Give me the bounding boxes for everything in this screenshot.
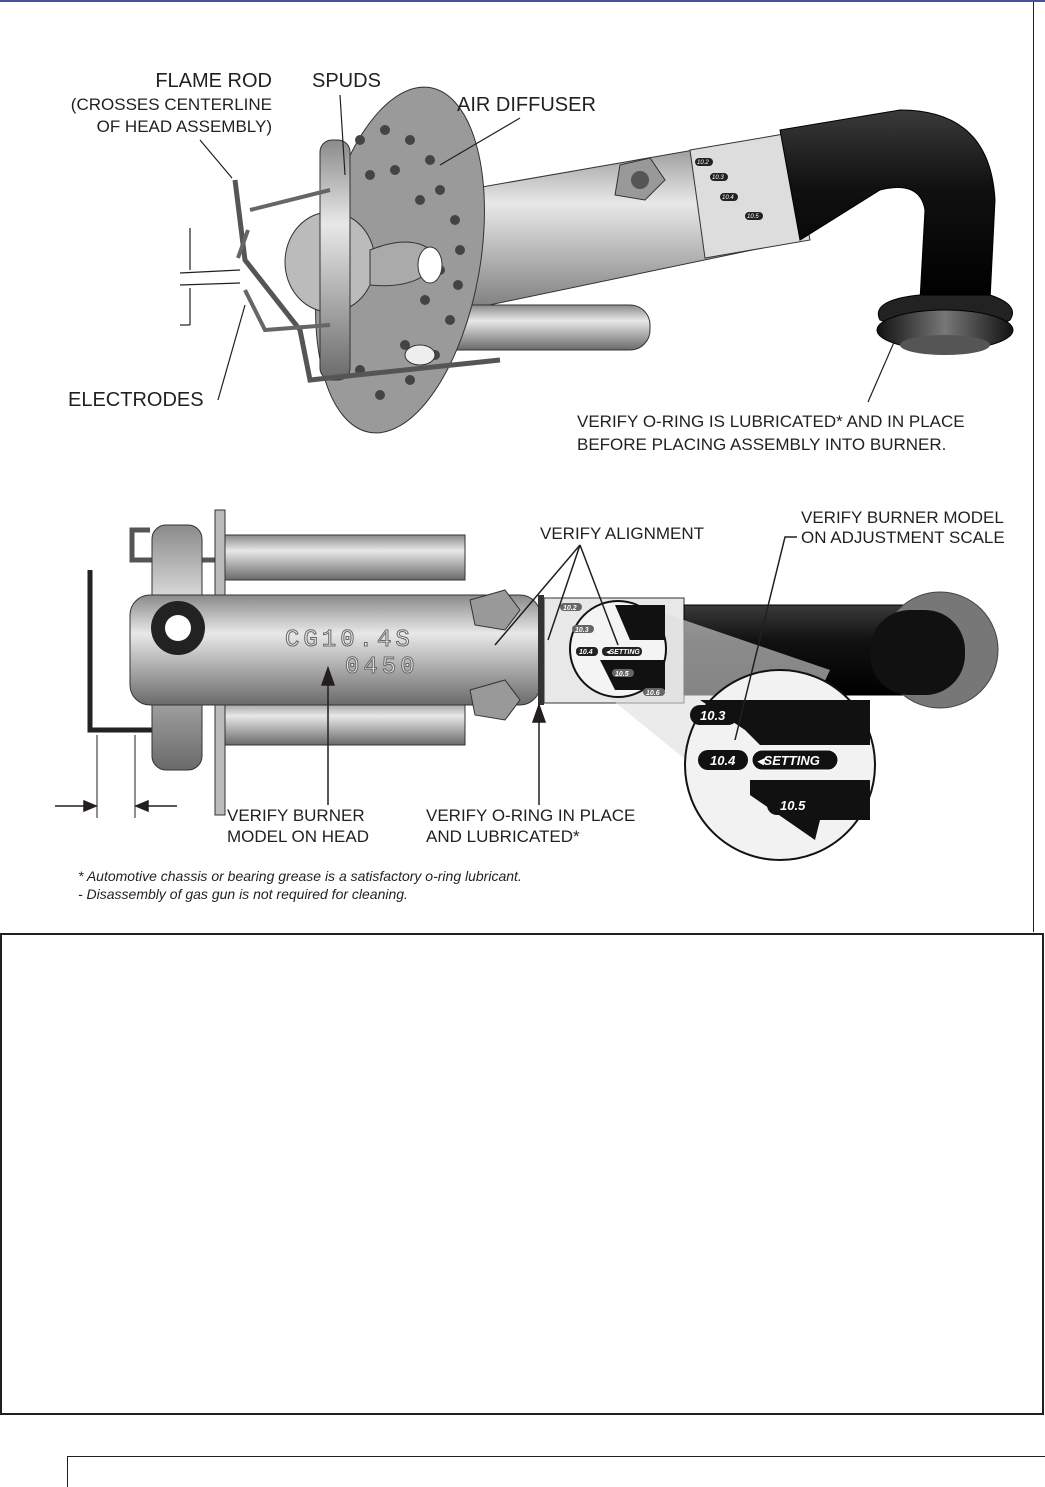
scale-10-4: 10.4 <box>579 649 593 656</box>
top-scale-10-5: 10.5 <box>747 214 759 220</box>
scale-10-3: 10.3 <box>575 627 589 634</box>
footer-frame <box>67 1456 1045 1487</box>
label-verify-scale-2: ON ADJUSTMENT SCALE <box>801 528 1005 547</box>
magnified-10-5: 10.5 <box>780 798 806 813</box>
label-flame-rod-note-2: OF HEAD ASSEMBLY) <box>96 117 272 136</box>
scale-setting: ◂SETTING <box>606 649 640 656</box>
magnified-setting: ◂SETTING <box>757 753 820 768</box>
label-verify-oring-2: AND LUBRICATED* <box>426 827 580 846</box>
magnified-10-3: 10.3 <box>700 708 726 723</box>
burner-gas-gun-illustration: 10.2 10.3 10.4 10.5 <box>55 86 1014 861</box>
label-verify-head-1: VERIFY BURNER <box>227 806 365 825</box>
top-scale-10-2: 10.2 <box>697 160 709 166</box>
footnote-disassembly: - Disassembly of gas gun is not required… <box>78 886 408 902</box>
label-oring-note-2: BEFORE PLACING ASSEMBLY INTO BURNER. <box>577 435 947 454</box>
right-margin-rule <box>1033 2 1034 932</box>
label-verify-oring-1: VERIFY O-RING IN PLACE <box>426 806 636 825</box>
label-flame-rod-note-1: (CROSSES CENTERLINE <box>70 95 272 114</box>
bottom-assembly: 10.2 10.3 10.4 ◂SETTING 10.5 10.6 10.3 1… <box>55 509 999 861</box>
scale-10-6: 10.6 <box>646 690 660 697</box>
top-assembly: 10.2 10.3 10.4 10.5 <box>179 86 1014 434</box>
content-box <box>0 933 1044 1415</box>
scale-10-2: 10.2 <box>563 605 577 612</box>
top-scale-10-4: 10.4 <box>722 195 734 201</box>
head-model-engraving: CG10.4S <box>285 627 414 654</box>
label-verify-head-2: MODEL ON HEAD <box>227 827 370 846</box>
head-serial-engraving: 0450 <box>345 654 419 681</box>
label-verify-scale-1: VERIFY BURNER MODEL <box>801 508 1004 527</box>
label-electrodes: ELECTRODES <box>68 389 204 411</box>
label-air-diffuser: AIR DIFFUSER <box>457 94 596 116</box>
magnified-10-4: 10.4 <box>710 753 736 768</box>
label-spuds: SPUDS <box>312 70 381 92</box>
label-oring-note-1: VERIFY O-RING IS LUBRICATED* AND IN PLAC… <box>577 412 965 431</box>
top-scale-10-3: 10.3 <box>712 175 724 181</box>
top-rule <box>0 0 1045 2</box>
label-flame-rod: FLAME ROD <box>155 70 272 92</box>
label-verify-alignment: VERIFY ALIGNMENT <box>540 524 705 543</box>
scale-10-5: 10.5 <box>615 671 629 678</box>
footnote-lubricant: * Automotive chassis or bearing grease i… <box>78 868 522 884</box>
